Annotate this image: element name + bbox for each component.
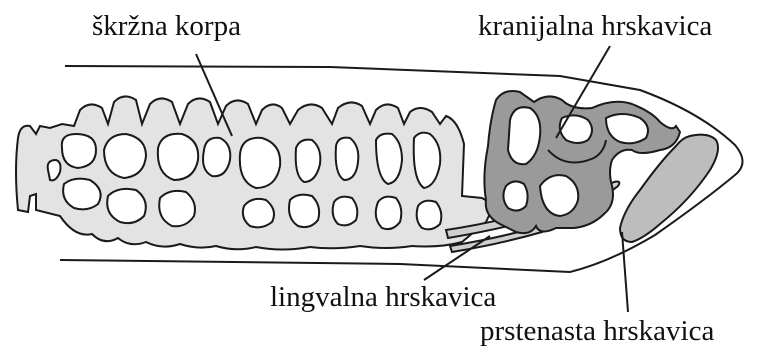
branchial-hole (243, 199, 274, 227)
branchial-hole (158, 134, 198, 180)
branchial-hole (63, 179, 101, 210)
branchial-hole (336, 138, 359, 180)
branchial-hole (417, 201, 442, 230)
cranial-cartilage-window (560, 115, 592, 143)
branchial-hole (289, 195, 319, 227)
label-annular-cartilage: prstenasta hrskavica (480, 315, 714, 347)
branchial-hole (203, 138, 230, 176)
label-branchial-basket: škržna korpa (92, 10, 241, 42)
branchial-hole (62, 134, 96, 168)
branchial-hole (296, 140, 321, 182)
label-cranial-cartilage: kranijalna hrskavica (478, 10, 712, 42)
branchial-hole (104, 134, 146, 178)
label-lingual-cartilage: lingvalna hrskavica (270, 281, 496, 313)
branchial-hole (376, 197, 402, 229)
leader-line-annular-cartilage (622, 232, 628, 312)
branchial-hole (107, 189, 146, 223)
branchial-basket (16, 96, 494, 249)
branchial-hole (333, 197, 358, 226)
cranial-cartilage-window (503, 181, 527, 210)
branchial-hole (159, 191, 195, 226)
branchial-hole (240, 138, 280, 188)
